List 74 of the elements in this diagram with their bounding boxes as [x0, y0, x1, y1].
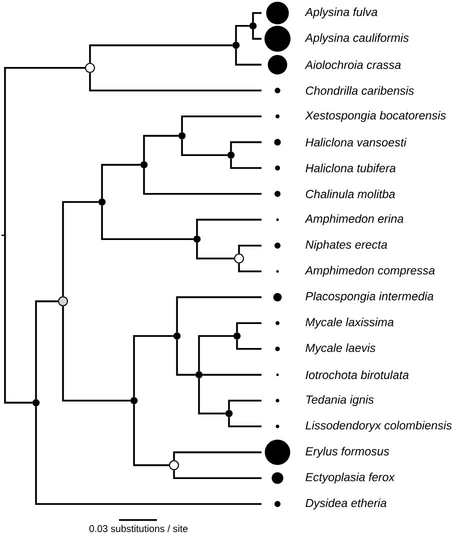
node-dot — [233, 332, 241, 340]
species-name: Amphimedon erina — [304, 214, 404, 226]
node-dot — [249, 22, 257, 30]
species-name: Erylus formosus — [306, 446, 390, 458]
branch-line — [236, 322, 262, 332]
branch-line — [133, 335, 174, 397]
species-name: Tedania ignis — [306, 395, 374, 406]
species-name: Mycale laevis — [306, 343, 376, 354]
species-name: Placospongia intermedia — [306, 292, 434, 303]
branch-line — [62, 201, 98, 296]
branch-line — [143, 168, 262, 195]
node-dot — [227, 151, 235, 159]
node-dot — [225, 410, 233, 418]
branch-line — [230, 158, 262, 169]
species-name: Chondrilla caribensis — [306, 86, 414, 95]
species-name: Aplysina fulva — [304, 8, 378, 18]
species-name: Niphates erecta — [306, 240, 388, 252]
node-dot — [32, 399, 40, 406]
branch-line — [228, 417, 262, 428]
branch-line — [235, 48, 262, 66]
species-name: Dysidea etheria — [306, 498, 386, 510]
branch-line — [238, 264, 262, 272]
branch-line — [236, 340, 262, 350]
branch-line — [235, 25, 250, 42]
node-dot — [178, 132, 186, 140]
scale-label: 0.03 substitutions / site — [89, 524, 188, 532]
node-dot — [58, 296, 68, 306]
node-dot — [98, 198, 106, 206]
species-name: Ectyoplasia ferox — [306, 472, 395, 484]
branch-line — [4, 67, 85, 404]
node-dot — [130, 396, 138, 404]
node-dot — [232, 42, 240, 49]
branch-line — [252, 30, 262, 40]
species-name: Aiolochroia crassa — [304, 60, 401, 69]
node-dot — [84, 62, 96, 73]
branch-line — [230, 141, 262, 152]
branch-line — [101, 164, 140, 198]
node-dot — [234, 253, 244, 264]
branch-line — [198, 335, 234, 372]
branch-line — [176, 296, 262, 332]
branch-line — [143, 134, 178, 162]
branch-line — [196, 218, 262, 236]
species-name: Iotrochota birotulata — [306, 370, 409, 380]
node-dot — [193, 235, 201, 243]
node-dot — [195, 371, 203, 378]
species-name: Xestospongia bocatorensis — [305, 110, 446, 122]
branch-line — [181, 116, 262, 132]
branch-line — [181, 139, 228, 156]
branch-line — [173, 451, 262, 460]
branch-line — [62, 306, 130, 402]
branch-line — [252, 12, 262, 22]
species-name: Amphimedon compressa — [304, 266, 435, 277]
species-name: Chalinula molitba — [306, 190, 395, 198]
branch-line — [173, 470, 262, 479]
branch-line — [133, 404, 169, 466]
branch-line — [198, 378, 226, 414]
branch-line — [89, 44, 232, 63]
species-name: Haliclona vansoesti — [306, 138, 407, 146]
branch-line — [101, 206, 194, 240]
branch-line — [202, 374, 262, 376]
species-name: Mycale laxissima — [306, 318, 394, 329]
branch-line — [35, 300, 58, 400]
branch-line — [176, 340, 196, 376]
branch-line — [196, 242, 234, 260]
branch-line — [238, 244, 262, 254]
species-name: Haliclona tubifera — [306, 164, 396, 172]
branch-line — [228, 400, 262, 410]
species-name: Lissodendoryx colombiensis — [306, 420, 452, 432]
node-dot — [168, 460, 180, 470]
species-name: Aplysina cauliformis — [304, 33, 409, 44]
branch-line — [89, 72, 262, 92]
node-dot — [140, 161, 148, 168]
node-dot — [173, 332, 181, 340]
branch-line — [35, 406, 262, 505]
